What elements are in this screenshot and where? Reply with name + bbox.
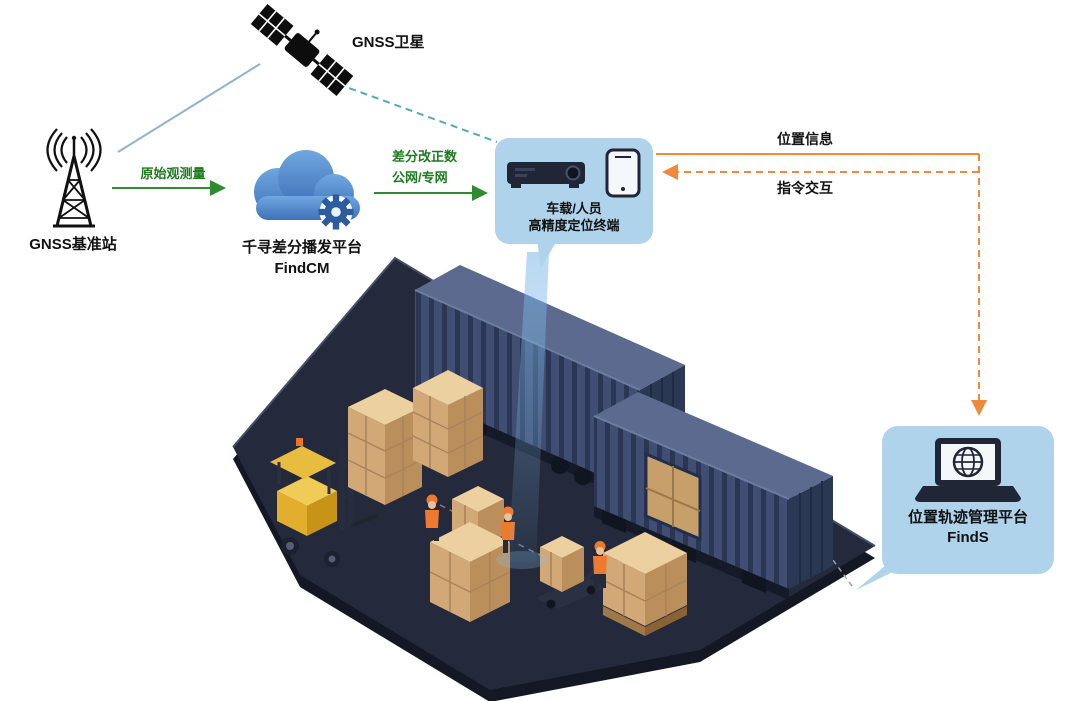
base-station-label: GNSS基准站 [29,236,117,253]
correction-label-2: 公网/专网 [392,170,448,185]
correction-label-1: 差分改正数 [392,149,458,164]
warehouse-floor [232,256,876,701]
gear-icon [318,194,354,230]
worker-2 [501,506,515,553]
pallet-truck [536,536,606,609]
satellite-label: GNSS卫星 [352,34,425,51]
laptop-globe-icon [915,438,1021,502]
phone-icon [605,148,641,198]
satellite-icon [250,4,354,96]
command-label: 指令交互 [777,180,833,196]
terminal-node: 车载/人员 高精度定位终端 [495,138,653,244]
position-info-label: 位置信息 [777,131,833,147]
receiver-and-phone-icon [507,148,641,198]
shipping-container-2 [593,392,833,600]
worker-1 [425,494,439,541]
receiver-icon [507,162,585,188]
terminal-label-2: 高精度定位终端 [528,218,620,233]
pallet-with-boxes [602,532,688,636]
box-stack-left [347,370,484,505]
globe-icon [952,446,984,478]
single-box [452,486,504,548]
raw-observation-label: 原始观测量 [140,166,206,181]
worker-3 [593,541,607,588]
box-stack-bottom [429,522,511,622]
terminal-label-1: 车载/人员 [546,201,602,216]
management-node: 位置轨迹管理平台 FindS [882,426,1054,574]
management-subtitle: FindS [947,529,989,546]
shipping-container-1 [414,265,685,504]
forklift [270,438,379,567]
management-title: 位置轨迹管理平台 [907,509,1028,526]
positioning-beam [496,252,549,569]
cloud-platform-title: 千寻差分播发平台 [241,239,362,256]
cloud-platform-icon [254,150,360,230]
base-station-icon [46,128,102,228]
cloud-platform-subtitle: FindCM [274,260,330,277]
